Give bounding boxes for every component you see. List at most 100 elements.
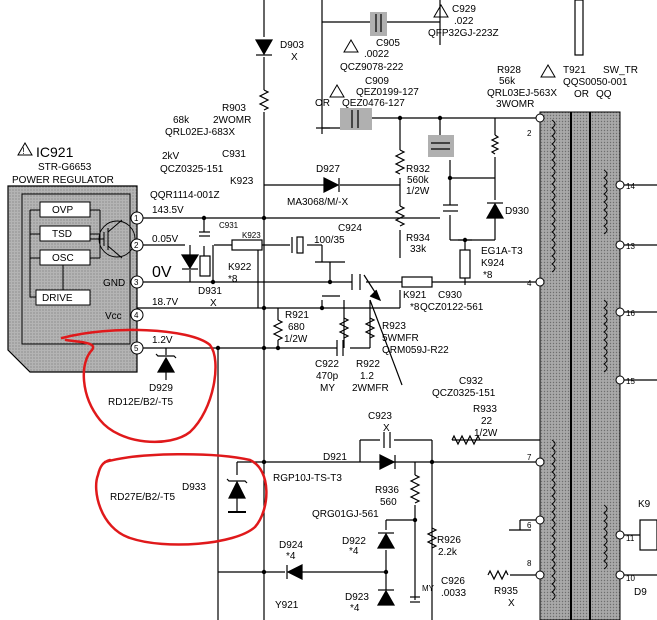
d923-value: *4: [350, 603, 360, 614]
d924-value: *4: [286, 551, 296, 562]
ic-pin-3: 3: [134, 278, 139, 287]
r936-value: 560: [380, 497, 397, 508]
ic-pin-4: 4: [134, 311, 139, 320]
r903-part: QRL02EJ-683X: [165, 127, 235, 138]
c922-value: 470p: [316, 371, 339, 382]
r923-part: QRM059J-R22: [382, 345, 449, 356]
y921-ref: Y921: [275, 600, 299, 611]
c926-ref: C926: [441, 576, 465, 587]
warning-icons: [329, 4, 556, 98]
d921-part: RGP10J-TS-T3: [273, 473, 342, 484]
r903-value: 68k: [173, 115, 190, 126]
d933-ref: D933: [182, 482, 206, 493]
d933-part: RD27E/B2/-T5: [110, 492, 175, 503]
t921-part-b: QQ: [596, 89, 612, 100]
ic921-function: POWER REGULATOR: [12, 175, 114, 186]
d929-ref: D929: [149, 383, 173, 394]
k923-small-ref: K923: [242, 231, 261, 240]
c924-ref: C924: [338, 223, 362, 234]
transformer-t921: [535, 111, 625, 620]
ic921-title: IC921: [36, 144, 74, 160]
t921-name: SW_TR: [603, 65, 638, 76]
r936-ref: R936: [375, 485, 399, 496]
c905-ref: C905: [376, 38, 400, 49]
r928-ref: R928: [497, 65, 521, 76]
r926-value: 2.2k: [438, 547, 458, 558]
r922-type: 2WMFR: [352, 383, 389, 394]
c931-ref: C931: [222, 149, 246, 160]
t921-pin-14: 14: [626, 182, 635, 191]
r903-ref: R903: [222, 103, 246, 114]
d931-ref: D931: [198, 286, 222, 297]
ic-block-osc: OSC: [52, 253, 74, 264]
c922-ref: C922: [315, 359, 339, 370]
r921-value: 680: [288, 322, 305, 333]
r921-ref: R921: [285, 310, 309, 321]
voltage-1-2v: 1.2V: [152, 335, 173, 346]
r932-power: 1/2W: [406, 186, 430, 197]
ic921-part: STR-G6653: [38, 162, 92, 173]
r932-value: 560k: [407, 175, 430, 186]
ic-pin-1: 1: [134, 214, 139, 223]
t921-or: OR: [574, 89, 589, 100]
r926-ref: R926: [437, 535, 461, 546]
k924-ref: K924: [481, 258, 505, 269]
r923-ref: R923: [382, 321, 406, 332]
d922-value: *4: [349, 546, 359, 557]
c926-value: .0033: [441, 588, 466, 599]
d922-ref: D922: [342, 536, 366, 547]
d931-value: X: [210, 298, 217, 309]
t921-pin-6: 6: [527, 521, 532, 530]
r928-part: QRL03EJ-563X: [487, 88, 557, 99]
k921-ref: K921: [403, 290, 427, 301]
voltage-18-7v: 18.7V: [152, 297, 178, 308]
d923-ref: D923: [345, 592, 369, 603]
ic-block-ovp: OVP: [52, 205, 73, 216]
c931-small-ref: C931: [219, 221, 239, 230]
t921-pin-10: 10: [626, 574, 635, 583]
c931-part: QCZ0325-151: [160, 164, 224, 175]
t921-part: QQS0050-001: [563, 77, 628, 88]
d927-ref: D927: [316, 164, 340, 175]
r933-ref: R933: [473, 404, 497, 415]
r923-type: 5WMFR: [382, 333, 419, 344]
red-circle-d933: [94, 452, 268, 546]
r932-ref: R932: [406, 164, 430, 175]
d903-ref: D903: [280, 40, 304, 51]
junction-dots: [201, 115, 468, 575]
t921-pin-4: 4: [527, 279, 532, 288]
c909-part-a: QEZ0199-127: [356, 87, 419, 98]
k922-value: *8: [228, 274, 238, 285]
c905-value: .0022: [364, 49, 389, 60]
voltage-143-5v: 143.5V: [152, 205, 184, 216]
c922-type: MY: [320, 383, 335, 394]
d903-value: X: [291, 52, 298, 63]
c926-type: MY: [422, 584, 435, 593]
t921-pin-15: 15: [626, 377, 635, 386]
svg-text:!: !: [22, 146, 25, 156]
c923-ref: C923: [368, 411, 392, 422]
component-symbols: [155, 0, 657, 606]
k921-value: *8: [410, 302, 420, 313]
r928-value: 56k: [499, 76, 516, 87]
c930-ref: C930: [438, 290, 462, 301]
d9-ref: D9: [634, 587, 647, 598]
r921-power: 1/2W: [284, 334, 308, 345]
c923-value: X: [383, 423, 390, 434]
voltage-0v: 0V: [152, 264, 172, 281]
ic-pin-2: 2: [134, 241, 139, 250]
r934-ref: R934: [406, 233, 430, 244]
k923-part: QQR1114-001Z: [150, 190, 220, 201]
c909-or: OR: [315, 98, 330, 109]
r903-type: 2WOMR: [213, 115, 251, 126]
r933-value: 22: [481, 416, 493, 427]
t921-pin-7: 7: [527, 453, 532, 462]
r928-type: 3WOMR: [496, 99, 534, 110]
r934-value: 33k: [410, 244, 427, 255]
d930-ref: D930: [505, 206, 529, 217]
d921-ref: D921: [323, 452, 347, 463]
ic-pin-label-vcc: Vcc: [105, 311, 122, 322]
component-labels: D903 X C905 .0022 QCZ9078-222 C909 QEZ01…: [108, 4, 651, 614]
c929-part: QFP32GJ-223Z: [428, 28, 499, 39]
